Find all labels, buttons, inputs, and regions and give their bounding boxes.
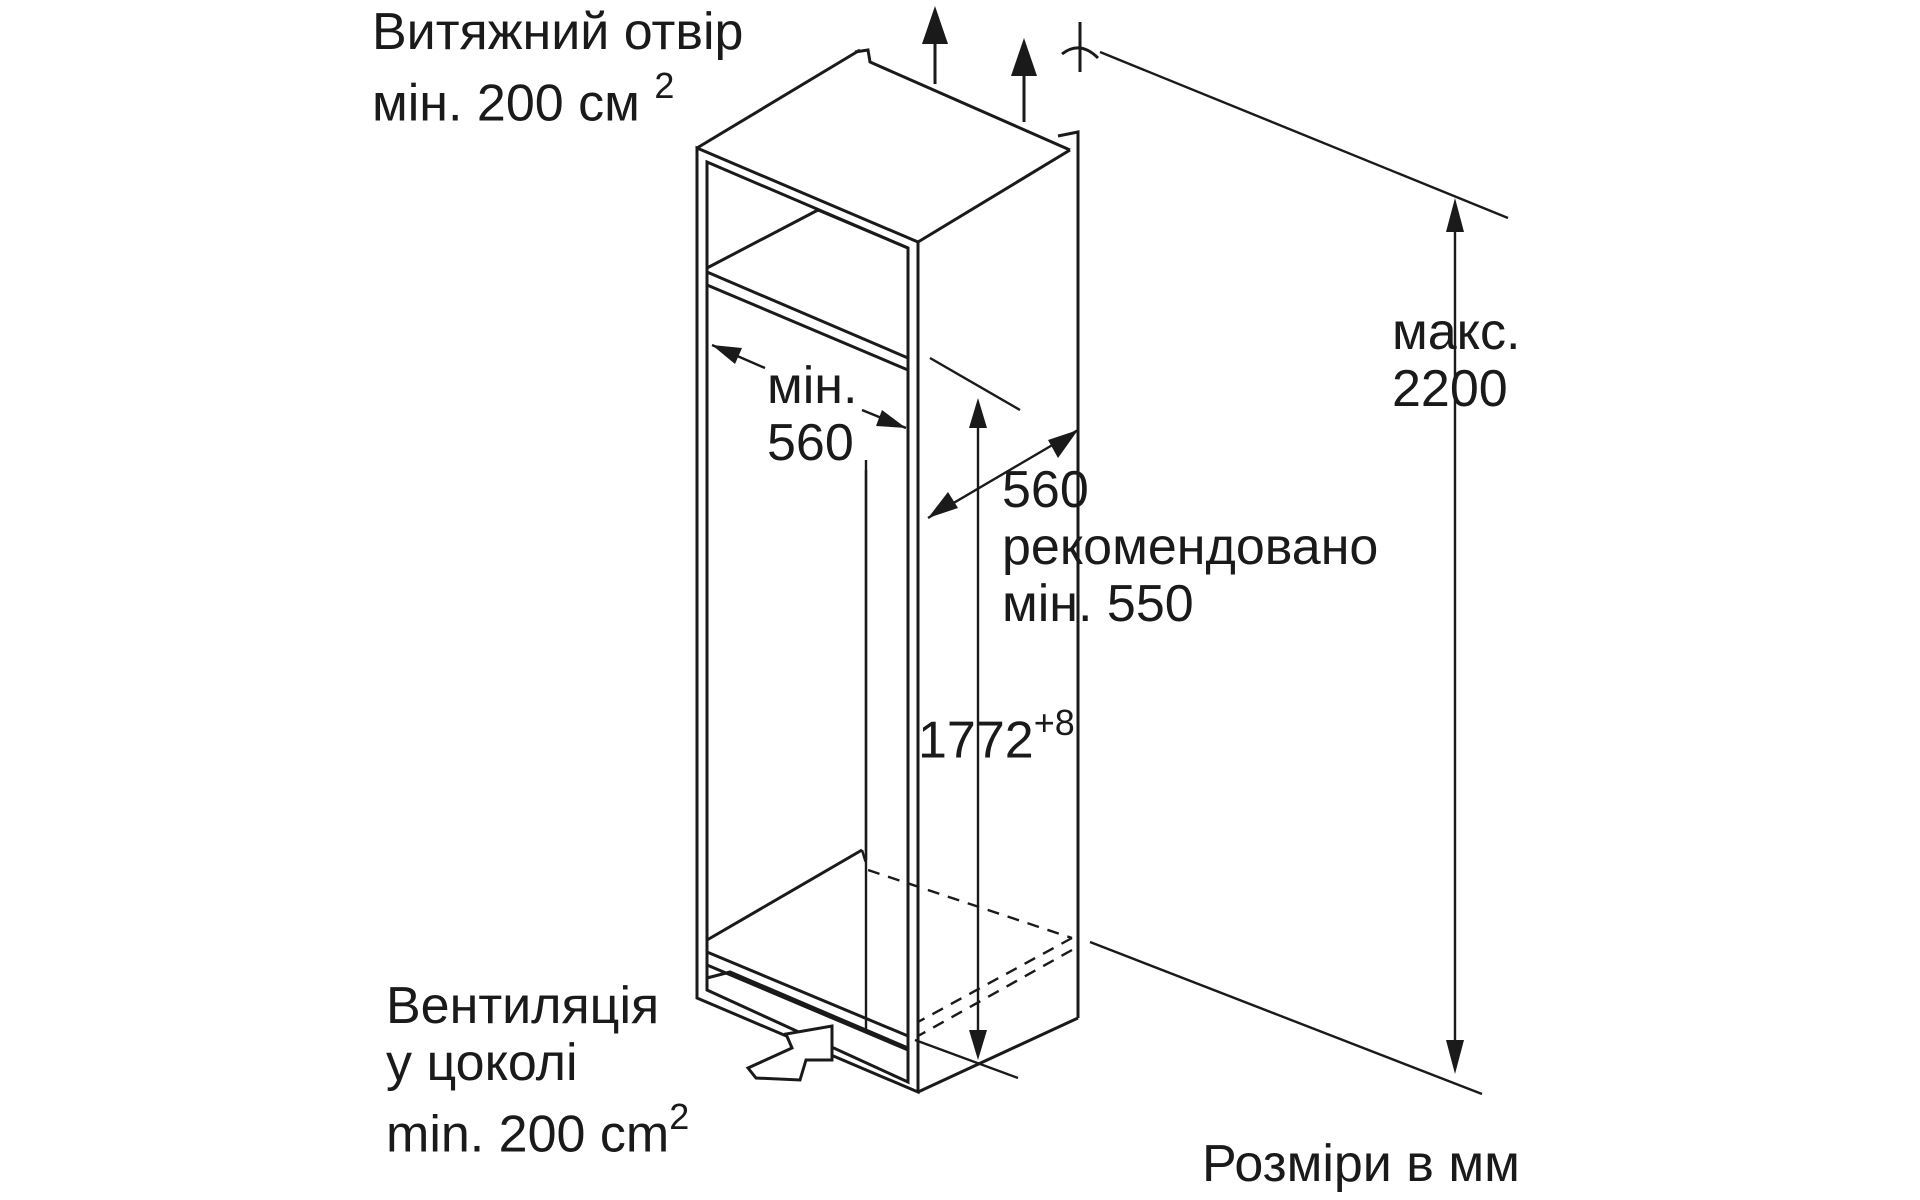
exhaust-label-line1: Витяжний отвір	[372, 3, 744, 61]
inner-width-label: мін. 560	[767, 358, 857, 472]
max-height-label-line1: макс.	[1392, 303, 1521, 361]
plinth-vent-arrow	[745, 1024, 834, 1082]
plinth-vent-label: Вентиляція у цоколі min. 200 cm2	[386, 978, 689, 1163]
niche-height-value: 1772	[918, 711, 1034, 770]
units-caption: Розміри в мм	[1202, 1135, 1520, 1193]
niche-height-label: 1772+8	[918, 698, 1075, 769]
inner-width-dimension	[711, 343, 907, 860]
plinth-vent-label-line3: min. 200 cm2	[386, 1096, 690, 1164]
exhaust-label-line2: мін. 200 см 2	[372, 65, 675, 133]
depth-label: 560 рекомендовано мін. 550	[1002, 462, 1378, 633]
exhaust-label: Витяжний отвір мін. 200 см 2	[372, 4, 743, 132]
depth-label-line1: 560	[1002, 461, 1089, 519]
exhaust-arrow-right	[1011, 38, 1037, 122]
plinth-vent-label-line2: у цоколі	[386, 1034, 578, 1092]
max-height-label-line2: 2200	[1392, 360, 1508, 418]
depth-dimension	[927, 422, 1080, 520]
plinth-vent-superscript: 2	[669, 1096, 690, 1137]
niche-height-dimension	[914, 356, 1021, 1080]
exhaust-arrow-left	[922, 6, 948, 84]
exhaust-superscript: 2	[654, 65, 675, 106]
max-height-label: макс. 2200	[1392, 304, 1520, 418]
inner-width-label-line1: мін.	[767, 357, 858, 415]
wall-anchor-symbol	[1061, 22, 1100, 72]
inner-width-label-line2: 560	[767, 414, 854, 472]
max-height-dimension	[1089, 50, 1509, 1096]
niche-height-tolerance: +8	[1033, 702, 1075, 743]
depth-label-line3: мін. 550	[1002, 575, 1194, 633]
depth-label-line2: рекомендовано	[1002, 518, 1379, 576]
plinth-vent-label-line1: Вентиляція	[386, 977, 660, 1035]
